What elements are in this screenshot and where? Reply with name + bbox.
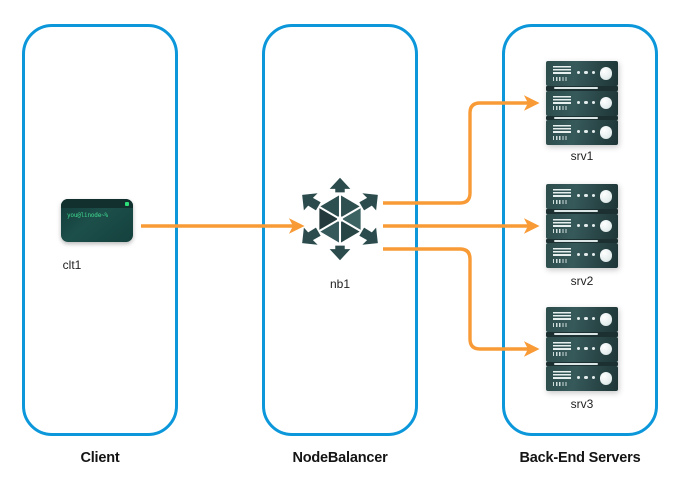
terminal-status-dot-icon [125, 201, 129, 206]
zone-label-backend: Back-End Servers [519, 450, 641, 466]
server-vents-icon [553, 248, 571, 257]
server-leds-icon [553, 229, 568, 233]
server-indicator-dots-icon [577, 376, 595, 380]
server-power-knob-icon [599, 67, 612, 80]
server-rack-divider [546, 332, 618, 337]
server-unit [546, 90, 618, 116]
server-power-knob-icon [599, 249, 612, 262]
server-unit [546, 307, 618, 332]
server-leds-icon [553, 322, 568, 327]
node-caption-srv1: srv1 [570, 149, 594, 163]
server-indicator-dots-icon [577, 253, 595, 257]
server-unit [546, 61, 618, 86]
server-indicator-dots-icon [577, 346, 595, 350]
server-unit [546, 366, 618, 391]
server-vents-icon [553, 341, 571, 351]
server-power-knob-icon [599, 190, 612, 203]
server-vents-icon [553, 189, 571, 198]
server-rack-divider [546, 86, 618, 91]
server-unit [546, 336, 618, 362]
nodebalancer-hexagon-icon[interactable] [297, 176, 383, 262]
server-leds-icon [553, 199, 568, 204]
server-indicator-dots-icon [577, 100, 595, 104]
server-power-knob-icon [599, 342, 612, 355]
server-power-knob-icon [599, 313, 612, 326]
node-caption-srv3: srv3 [570, 397, 594, 411]
server-rack-divider [546, 209, 618, 214]
node-caption-clt1: clt1 [62, 258, 82, 272]
zone-nodebalancer [262, 24, 418, 436]
server-power-knob-icon [599, 126, 612, 139]
terminal-prompt-text: you@linode~% [67, 212, 108, 219]
server-rack-icon-srv3[interactable] [546, 307, 618, 391]
server-leds-icon [553, 381, 568, 386]
server-unit [546, 184, 618, 209]
server-power-knob-icon [599, 96, 612, 109]
server-rack-divider [546, 238, 618, 243]
server-unit [546, 213, 618, 239]
terminal-titlebar [61, 199, 133, 208]
server-indicator-dots-icon [577, 194, 595, 198]
server-power-knob-icon [599, 219, 612, 232]
server-power-knob-icon [599, 372, 612, 385]
server-leds-icon [553, 76, 568, 81]
zone-client [22, 24, 178, 436]
server-unit [546, 120, 618, 145]
node-caption-nb1: nb1 [329, 277, 351, 291]
node-caption-srv2: srv2 [570, 274, 594, 288]
server-vents-icon [553, 95, 571, 105]
server-indicator-dots-icon [577, 130, 595, 134]
server-leds-icon [553, 258, 568, 263]
server-indicator-dots-icon [577, 71, 595, 75]
server-unit [546, 243, 618, 268]
server-vents-icon [553, 218, 571, 228]
zone-backend [502, 24, 658, 436]
server-rack-icon-srv1[interactable] [546, 61, 618, 145]
server-rack-divider [546, 361, 618, 366]
terminal-icon[interactable]: you@linode~% [61, 199, 133, 242]
zone-label-client: Client [80, 450, 120, 466]
server-vents-icon [553, 371, 571, 380]
server-vents-icon [553, 66, 571, 75]
server-indicator-dots-icon [577, 317, 595, 321]
server-leds-icon [553, 106, 568, 110]
server-vents-icon [553, 125, 571, 134]
server-rack-icon-srv2[interactable] [546, 184, 618, 268]
server-leds-icon [553, 135, 568, 140]
zone-label-nodebalancer: NodeBalancer [292, 450, 388, 466]
server-indicator-dots-icon [577, 223, 595, 227]
server-leds-icon [553, 352, 568, 356]
server-rack-divider [546, 115, 618, 120]
server-vents-icon [553, 312, 571, 321]
